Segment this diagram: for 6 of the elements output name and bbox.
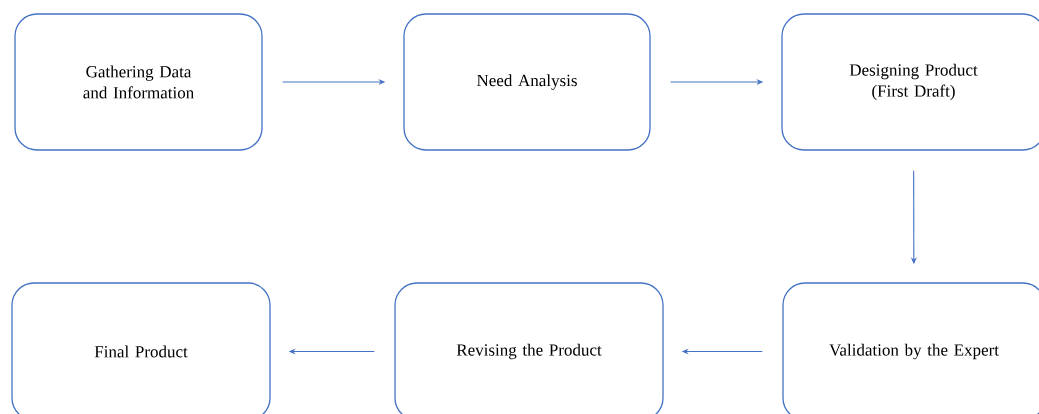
process-box: Need Analysis [403, 13, 651, 151]
process-box: Gathering Data and Information [14, 13, 263, 151]
process-box: Validation by the Expert [782, 282, 1039, 414]
process-box: Revising the Product [394, 282, 664, 414]
process-box: Designing Product (First Draft) [781, 13, 1039, 151]
process-box: Final Product [11, 282, 271, 414]
